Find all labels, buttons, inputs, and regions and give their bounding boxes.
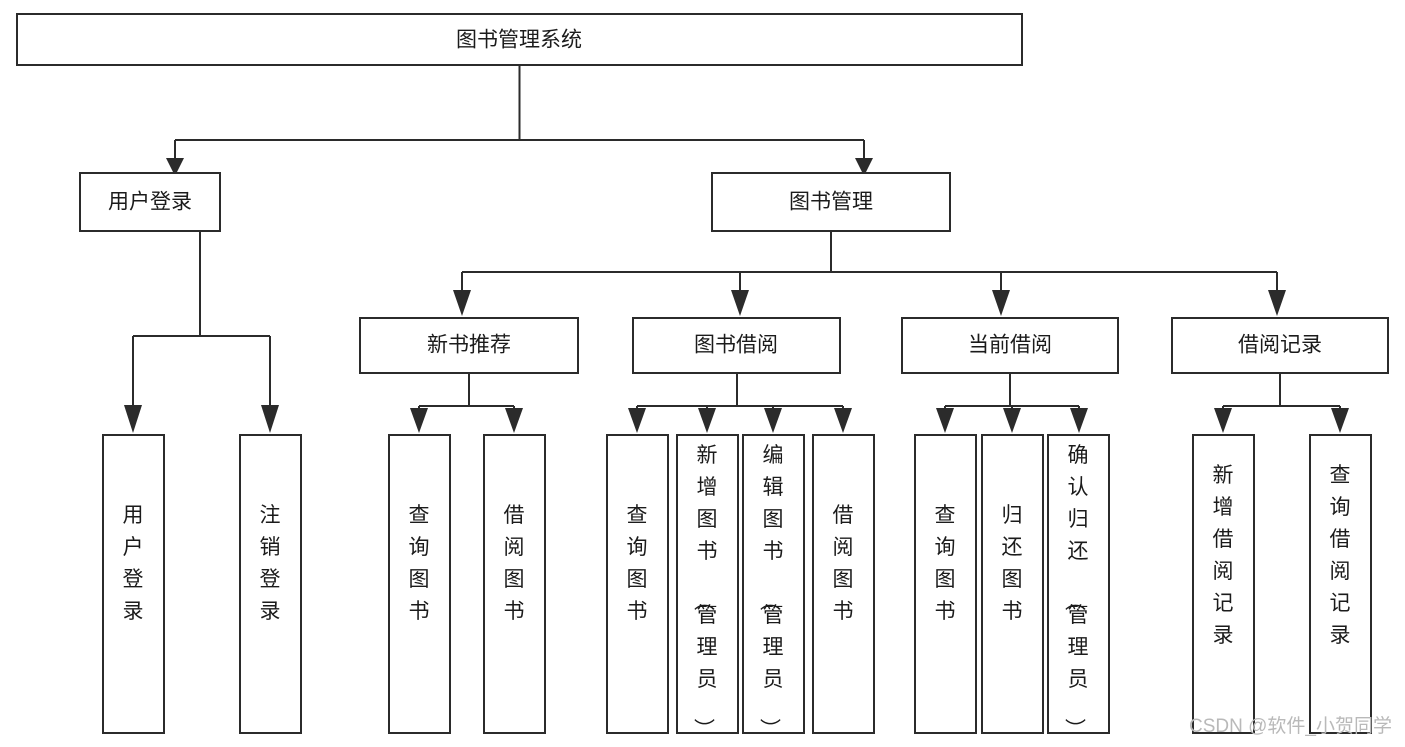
node-leaf-query-book-2[interactable]: 查询图书: [605, 433, 670, 735]
node-leaf-user-login-box[interactable]: [101, 433, 166, 735]
node-leaf-borrow-book-2[interactable]: 借阅图书: [811, 433, 876, 735]
arrow-head-book-borrow: [731, 290, 749, 316]
arrow-head-current-borrow: [992, 290, 1010, 316]
node-leaf-logout[interactable]: 注销登录: [238, 433, 303, 735]
node-leaf-add-book[interactable]: 新增图书（管理员）: [675, 433, 740, 739]
node-leaf-edit-book-label: 编辑图书（管理员）: [758, 444, 784, 739]
arrow-head-leaf-query-book-2: [628, 408, 646, 433]
node-book-manage-box[interactable]: [710, 171, 952, 233]
node-leaf-query-book-3-box[interactable]: [913, 433, 978, 735]
node-current-borrow-label: 当前借阅: [968, 334, 1052, 357]
arrow-head-leaf-user-login: [124, 405, 142, 433]
node-leaf-add-record[interactable]: 新增借阅记录: [1191, 433, 1256, 735]
node-borrow-record[interactable]: 借阅记录: [1170, 316, 1390, 375]
node-book-borrow-label: 图书借阅: [694, 334, 778, 357]
node-leaf-borrow-book-1-label: 借阅图书: [504, 504, 525, 623]
node-leaf-borrow-book-1-box[interactable]: [482, 433, 547, 735]
arrow-head-user-login: [166, 158, 184, 176]
node-leaf-query-record-box[interactable]: [1308, 433, 1373, 735]
arrow-head-leaf-query-book-3: [936, 408, 954, 433]
watermark-label: CSDN @软件_小贺同学: [1189, 715, 1392, 737]
arrow-head-leaf-add-book: [698, 408, 716, 433]
node-user-login-box[interactable]: [78, 171, 222, 233]
node-leaf-query-book-3[interactable]: 查询图书: [913, 433, 978, 735]
node-leaf-add-book-label: 新增图书（管理员）: [692, 444, 718, 739]
arrow-head-leaf-logout: [261, 405, 279, 433]
node-leaf-add-record-label: 新增借阅记录: [1213, 464, 1234, 647]
node-leaf-add-record-box[interactable]: [1191, 433, 1256, 735]
arrow-head-leaf-query-record: [1331, 408, 1349, 433]
node-leaf-logout-label: 注销登录: [260, 504, 281, 623]
node-book-borrow-box[interactable]: [631, 316, 842, 375]
arrow-head-leaf-return-book: [1003, 408, 1021, 433]
node-leaf-user-login-label: 用户登录: [123, 504, 144, 623]
node-leaf-user-login[interactable]: 用户登录: [101, 433, 166, 735]
node-book-manage[interactable]: 图书管理: [710, 171, 952, 233]
node-leaf-borrow-book-2-label: 借阅图书: [833, 504, 854, 623]
arrow-head-leaf-edit-book: [764, 408, 782, 433]
node-current-borrow[interactable]: 当前借阅: [900, 316, 1120, 375]
node-user-login[interactable]: 用户登录: [78, 171, 222, 233]
node-borrow-record-label: 借阅记录: [1238, 334, 1322, 357]
node-new-book-rec-label: 新书推荐: [427, 334, 511, 357]
node-new-book-rec-box[interactable]: [358, 316, 580, 375]
connector-layer: [124, 65, 1349, 433]
node-book-manage-label: 图书管理: [789, 191, 873, 214]
node-user-login-label: 用户登录: [108, 191, 192, 214]
node-leaf-return-book-box[interactable]: [980, 433, 1045, 735]
node-leaf-query-record[interactable]: 查询借阅记录: [1308, 433, 1373, 735]
node-root-box[interactable]: [15, 12, 1024, 67]
node-leaf-add-book-box[interactable]: [675, 433, 740, 735]
node-leaf-query-book-1-label: 查询图书: [409, 504, 430, 623]
arrow-head-leaf-confirm-return: [1070, 408, 1088, 433]
node-leaf-edit-book[interactable]: 编辑图书（管理员）: [741, 433, 806, 739]
arrow-head-leaf-borrow-book-2: [834, 408, 852, 433]
arrow-head-book-manage: [855, 158, 873, 176]
node-borrow-record-box[interactable]: [1170, 316, 1390, 375]
node-leaf-return-book[interactable]: 归还图书: [980, 433, 1045, 735]
node-layer: 图书管理系统 用户登录 图书管理 新书推荐 图书借阅: [15, 12, 1390, 739]
node-leaf-confirm-return-label: 确认归还（管理员）: [1063, 444, 1089, 739]
node-book-borrow[interactable]: 图书借阅: [631, 316, 842, 375]
node-leaf-confirm-return[interactable]: 确认归还（管理员）: [1046, 433, 1111, 739]
node-leaf-query-book-2-box[interactable]: [605, 433, 670, 735]
node-leaf-logout-box[interactable]: [238, 433, 303, 735]
arrow-head-new-book-rec: [453, 290, 471, 316]
node-leaf-edit-book-box[interactable]: [741, 433, 806, 735]
node-leaf-query-record-label: 查询借阅记录: [1330, 464, 1351, 647]
node-root-label: 图书管理系统: [456, 29, 582, 52]
node-root[interactable]: 图书管理系统: [15, 12, 1024, 67]
arrow-head-leaf-query-book-1: [410, 408, 428, 433]
node-leaf-query-book-1-box[interactable]: [387, 433, 452, 735]
arrow-head-leaf-add-record: [1214, 408, 1232, 433]
node-current-borrow-box[interactable]: [900, 316, 1120, 375]
node-leaf-borrow-book-1[interactable]: 借阅图书: [482, 433, 547, 735]
node-leaf-return-book-label: 归还图书: [1002, 504, 1023, 623]
node-leaf-confirm-return-box[interactable]: [1046, 433, 1111, 735]
arrow-head-borrow-record: [1268, 290, 1286, 316]
arrow-head-leaf-borrow-book-1: [505, 408, 523, 433]
node-new-book-rec[interactable]: 新书推荐: [358, 316, 580, 375]
node-leaf-borrow-book-2-box[interactable]: [811, 433, 876, 735]
node-leaf-query-book-2-label: 查询图书: [627, 504, 648, 623]
node-leaf-query-book-1[interactable]: 查询图书: [387, 433, 452, 735]
node-leaf-query-book-3-label: 查询图书: [935, 504, 956, 623]
